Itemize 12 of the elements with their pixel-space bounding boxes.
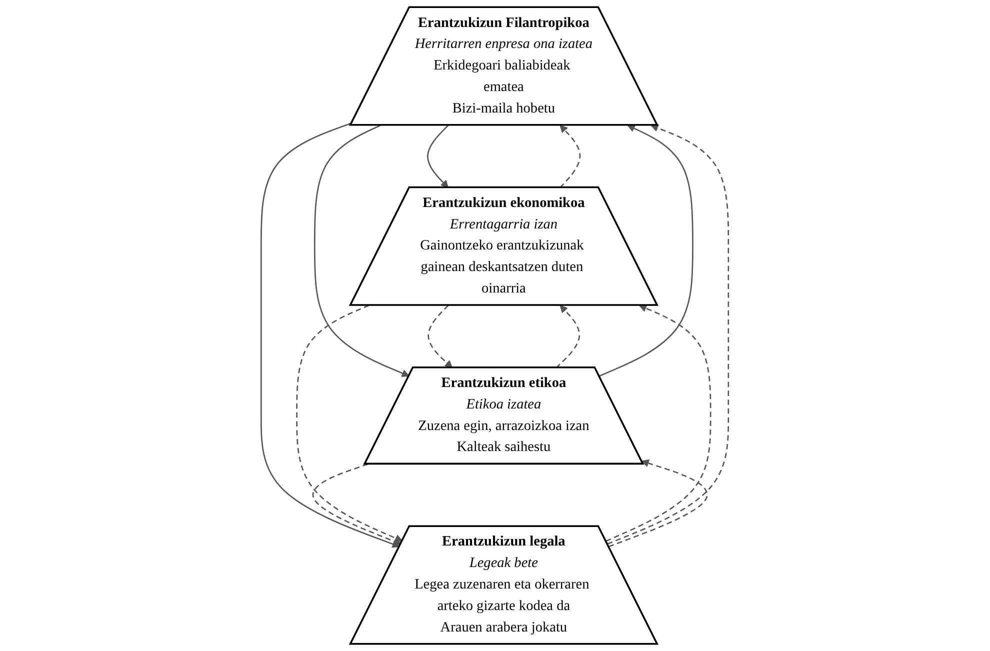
arrow — [314, 124, 410, 377]
arrow — [607, 124, 730, 545]
arrow — [428, 304, 453, 368]
arrow — [260, 122, 400, 548]
arrow — [560, 124, 581, 188]
arrow — [296, 304, 403, 542]
arrow — [608, 459, 708, 548]
arrow — [599, 124, 694, 377]
arrow — [606, 304, 712, 542]
arrow — [312, 464, 402, 546]
arrow — [556, 305, 580, 368]
arrow — [427, 124, 449, 188]
